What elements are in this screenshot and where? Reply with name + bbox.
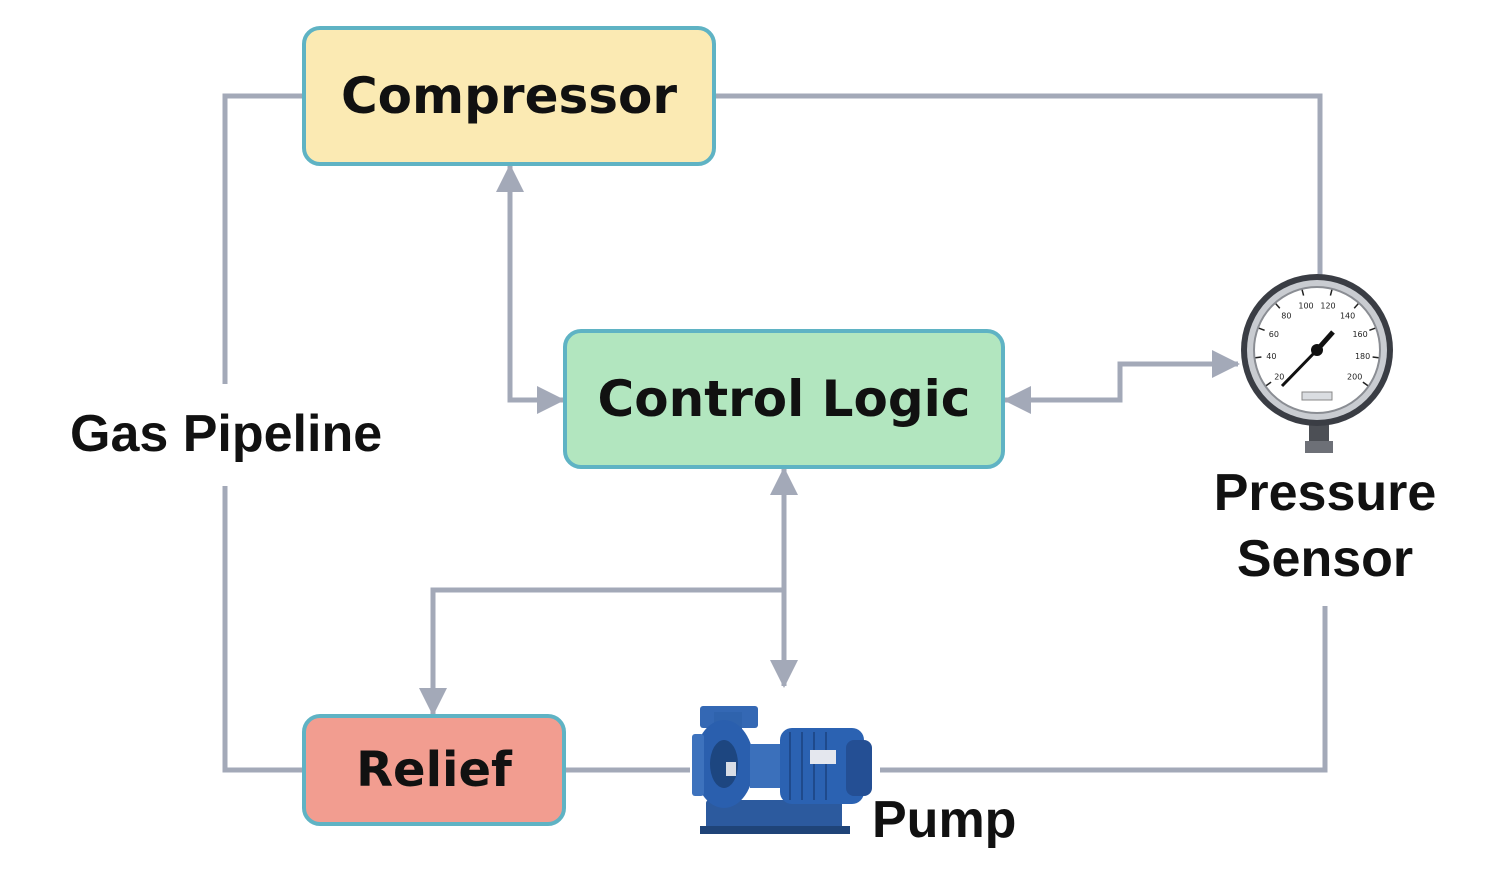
gauge-tick-label: 20 xyxy=(1274,372,1284,381)
signal-control-to-relief xyxy=(419,587,784,716)
pressure-sensor-line2: Sensor xyxy=(1236,530,1414,588)
pump-label: Pump xyxy=(872,791,1017,849)
gauge-tick-mark xyxy=(1362,381,1369,387)
pipeline-compressor-to-sensor xyxy=(716,93,1323,282)
gauge-tick-label: 100 xyxy=(1298,301,1313,310)
gauge-tick-mark xyxy=(1265,381,1272,387)
relief-box: Relief xyxy=(302,714,566,826)
control-logic-box: Control Logic xyxy=(563,329,1005,469)
pump-icon xyxy=(692,706,872,834)
relief-label: Relief xyxy=(356,742,512,798)
gauge-tick-mark xyxy=(1353,303,1359,309)
gauge-tick-label: 180 xyxy=(1355,352,1370,361)
gauge-tick-mark xyxy=(1275,303,1281,309)
gauge-tick-label: 160 xyxy=(1352,330,1367,339)
signal-control-sensor xyxy=(1003,350,1240,414)
pipeline-left-lower xyxy=(222,486,304,773)
gauge-tick-mark xyxy=(1301,289,1305,296)
pressure-sensor-label: Pressure Sensor xyxy=(1180,460,1470,592)
gauge-tick-mark xyxy=(1369,327,1376,332)
gauge-tick-label: 80 xyxy=(1281,312,1291,321)
gauge-tick-mark xyxy=(1329,289,1333,296)
gauge-tick-label: 40 xyxy=(1266,352,1276,361)
gauge-tick-label: 60 xyxy=(1269,330,1279,339)
gauge-tick-mark xyxy=(1372,356,1379,359)
gauge-tick-mark xyxy=(1258,327,1265,332)
gas-pipeline-label: Gas Pipeline xyxy=(70,404,383,464)
gauge-tick-label: 200 xyxy=(1347,372,1362,381)
control-logic-label: Control Logic xyxy=(597,370,971,428)
gauge-tick-mark xyxy=(1255,356,1262,359)
gauge-tick-label: 140 xyxy=(1340,312,1355,321)
gauge-tick-label: 120 xyxy=(1320,301,1335,310)
pipeline-left-upper xyxy=(222,93,304,384)
pipeline-pump-to-sensor xyxy=(880,606,1328,773)
pressure-sensor-line1: Pressure xyxy=(1213,464,1437,522)
compressor-label: Compressor xyxy=(340,67,678,125)
compressor-box: Compressor xyxy=(302,26,716,166)
signal-compressor-control xyxy=(496,164,565,414)
